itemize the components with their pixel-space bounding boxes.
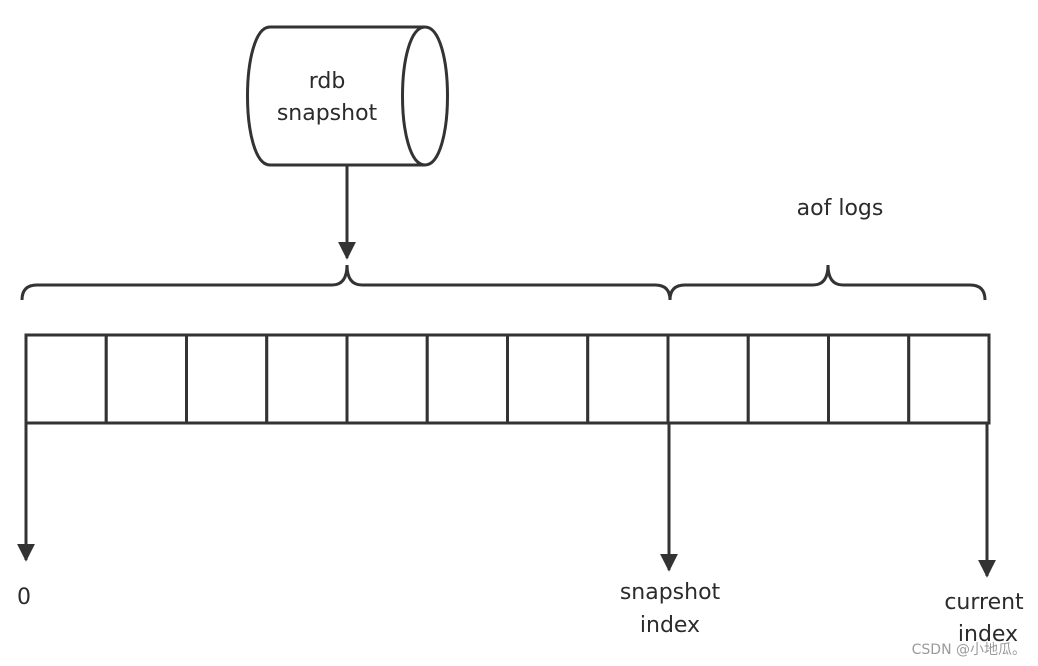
log-cell: [185, 333, 269, 425]
log-cell: [24, 333, 108, 425]
snapshot-index-label-line1: snapshot: [620, 580, 721, 605]
aof-logs-label: aof logs: [797, 196, 884, 221]
cylinder-end-cap: [401, 25, 426, 167]
log-cell: [746, 333, 830, 425]
log-cell: [425, 333, 509, 425]
snapshot-index-label-line2: index: [640, 613, 700, 638]
log-cell: [265, 333, 349, 425]
log-cell: [907, 333, 991, 425]
cylinder-body: [246, 25, 449, 167]
zero-index-label: 0: [17, 585, 31, 610]
current-index-label-line2: index: [958, 622, 1018, 647]
log-cell: [345, 333, 429, 425]
cylinder-label-line1: rdb: [309, 69, 346, 94]
log-cells: [24, 333, 991, 425]
log-cell: [666, 333, 750, 425]
aof-logs-brace: [668, 264, 987, 301]
log-cell: [506, 333, 590, 425]
rdb-snapshot-cylinder: rdb snapshot: [246, 25, 449, 167]
current-index-label-line1: current: [944, 590, 1024, 615]
snapshot-range-brace: [20, 264, 672, 301]
csdn-watermark: CSDN @小地瓜。: [912, 642, 1026, 658]
cylinder-label-line2: snapshot: [277, 101, 378, 126]
log-cell: [827, 333, 911, 425]
log-cell: [586, 333, 670, 425]
log-cell: [104, 333, 188, 425]
